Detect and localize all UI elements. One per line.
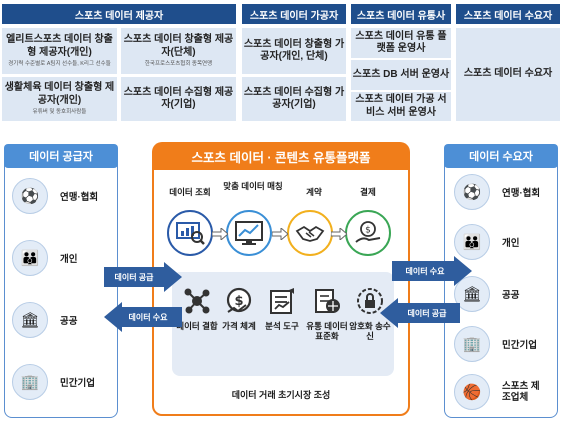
cell-title: 생활체육 데이터 창출형 제공자(개인) <box>4 82 115 106</box>
standardization-icon <box>310 284 344 318</box>
tool-data-combine: 데이터 결합 <box>176 284 218 331</box>
supplier-label: 민간기업 <box>60 378 95 389</box>
consumer-item: 👪 개인 <box>454 220 562 264</box>
consumer-panel-title: 데이터 수요자 <box>444 144 558 168</box>
company-icon: 🏢 <box>454 326 490 362</box>
header-provider: 스포츠 데이터 제공자 <box>2 4 236 24</box>
flow-label-demand-left: 데이터 수요 <box>128 313 168 322</box>
tool-analysis: 분석 도구 <box>261 284 303 331</box>
provider-cell-group: 스포츠 데이터 창출형 제공자(단체) 한국프로스포츠협회 종목연맹 <box>121 28 236 74</box>
supplier-item: 🏛 공공 <box>12 298 142 342</box>
processor-cell-collector: 스포츠 데이터 수집형 가공자(기업) <box>242 77 346 121</box>
flow-arrow-demand-right <box>392 256 472 286</box>
flow-label-supply-left: 데이터 공급 <box>114 273 154 282</box>
cell-subtitle: 유튜버 및 동호회사람들 <box>32 109 87 116</box>
data-combine-icon <box>180 284 214 318</box>
processor-cell-creator: 스포츠 데이터 창출형 가공자(개인, 단체) <box>242 28 346 74</box>
step-arrow <box>331 228 347 240</box>
platform-title: 스포츠 데이터 · 콘텐츠 유통플랫폼 <box>152 142 410 170</box>
sports-balls-icon: ⚽ <box>454 174 490 210</box>
platform-footer: 데이터 거래 초기시장 조성 <box>231 390 331 400</box>
provider-cell-elite: 엘리트스포츠 데이터 창출형 제공자(개인) 경기력 수준별로 A팀지 선수들,… <box>2 28 117 74</box>
analysis-tool-icon <box>265 284 299 318</box>
cell-title: 엘리트스포츠 데이터 창출형 제공자(개인) <box>6 34 113 58</box>
consumer-label: 민간기업 <box>502 340 537 351</box>
cell-title: 스포츠 데이터 수요자 <box>463 68 553 80</box>
consumer-label: 공공 <box>502 290 520 301</box>
cell-title: 스포츠 데이터 창출형 제공자(단체) <box>123 34 234 58</box>
supplier-item: ⚽ 연맹·협회 <box>12 174 142 218</box>
distributor-cell-db: 스포츠 DB 서버 운영사 <box>351 60 451 90</box>
flow-label-demand-right: 데이터 수요 <box>405 267 445 276</box>
supplier-label: 연맹·협회 <box>60 192 99 203</box>
supplier-item: 🏢 민간기업 <box>12 360 142 404</box>
consumer-item: 🏢 민간기업 <box>454 322 562 366</box>
data-search-icon <box>167 210 213 256</box>
cell-title: 스포츠 DB 서버 운영사 <box>352 68 450 80</box>
payment-icon: $ <box>345 210 391 256</box>
step-arrow <box>272 228 288 240</box>
handshake-icon <box>287 210 333 256</box>
company-icon: 🏢 <box>12 364 48 400</box>
encryption-icon <box>353 284 387 318</box>
tool-label: 유통 데이터 표준화 <box>306 321 348 342</box>
step-label: 계약 <box>306 187 322 197</box>
step-arrow <box>212 228 228 240</box>
tool-label: 분석 도구 <box>265 321 299 331</box>
step-label: 맞춤 데이터 매칭 <box>223 181 283 191</box>
step-label: 결제 <box>360 187 376 197</box>
supplier-item: 👪 개인 <box>12 236 142 280</box>
distributor-cell-platform: 스포츠 데이터 유통 플랫폼 운영사 <box>351 28 451 58</box>
svg-text:$: $ <box>234 294 243 309</box>
cell-title: 스포츠 데이터 창출형 가공자(개인, 단체) <box>243 38 345 63</box>
tools-area <box>172 272 394 376</box>
pricing-icon: $ <box>222 284 256 318</box>
cell-subtitle: 한국프로스포츠협회 종목연맹 <box>144 61 213 68</box>
consumer-item: 🏛 공공 <box>454 272 562 316</box>
government-building-icon: 🏛 <box>12 302 48 338</box>
consumer-item: ⚽ 연맹·협회 <box>454 170 562 214</box>
consumer-item: 🏀 스포츠 제조업체 <box>454 370 562 414</box>
flow-arrow-demand-left <box>104 302 182 332</box>
consumer-label: 개인 <box>502 238 520 249</box>
sports-gear-icon: 🏀 <box>454 374 490 410</box>
chart-matching-icon <box>226 210 272 256</box>
cell-title: 스포츠 데이터 가공 서비스 서버 운영사 <box>355 94 447 118</box>
tool-standardization: 유통 데이터 표준화 <box>304 284 350 341</box>
cell-title: 스포츠 데이터 수집형 가공자(기업) <box>243 86 345 111</box>
cell-subtitle: 경기력 수준별로 A팀지 선수들, K리그 선수들 <box>8 61 111 68</box>
header-distributor: 스포츠 데이터 유통사 <box>351 4 451 24</box>
provider-cell-company: 스포츠 데이터 수집형 제공자(기업) <box>121 77 236 121</box>
consumer-cell: 스포츠 데이터 수요자 <box>456 28 560 121</box>
supplier-label: 공공 <box>60 316 78 327</box>
svg-text:$: $ <box>365 226 371 236</box>
tool-label: 가격 체계 <box>222 321 256 331</box>
flow-arrow-supply-left <box>104 262 182 292</box>
tool-label: 데이터 결합 <box>176 321 218 331</box>
consumer-label: 연맹·협회 <box>502 188 541 199</box>
consumer-label: 스포츠 제조업체 <box>502 380 540 403</box>
header-consumer: 스포츠 데이터 수요자 <box>456 4 560 24</box>
flow-arrow-supply-right <box>380 298 460 328</box>
cell-title: 스포츠 데이터 유통 플랫폼 운영사 <box>355 30 447 55</box>
supplier-label: 개인 <box>60 254 78 265</box>
flow-label-supply-right: 데이터 공급 <box>407 309 447 318</box>
provider-cell-lifestyle: 생활체육 데이터 창출형 제공자(개인) 유튜버 및 동호회사람들 <box>2 77 117 121</box>
sports-balls-icon: ⚽ <box>12 178 48 214</box>
header-processor: 스포츠 데이터 가공자 <box>242 4 346 24</box>
government-building-icon: 🏛 <box>454 276 490 312</box>
distributor-cell-service: 스포츠 데이터 가공 서비스 서버 운영사 <box>351 92 451 121</box>
cell-title: 스포츠 데이터 수집형 제공자(기업) <box>123 86 234 111</box>
tool-label: 암호화 송수신 <box>349 321 391 342</box>
people-icon: 👪 <box>12 240 48 276</box>
supplier-panel-title: 데이터 공급자 <box>4 144 118 168</box>
people-icon: 👪 <box>454 224 490 260</box>
tool-pricing: $ 가격 체계 <box>218 284 260 331</box>
step-label: 데이터 조회 <box>169 187 211 197</box>
tool-encryption: 암호화 송수신 <box>348 284 392 341</box>
